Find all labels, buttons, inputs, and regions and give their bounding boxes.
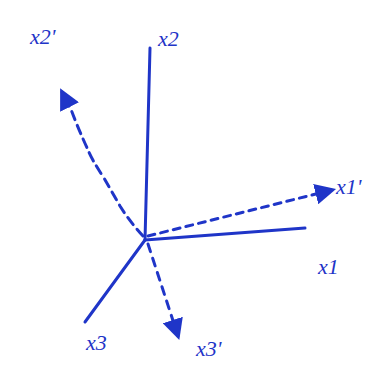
axis-label: x1' — [336, 176, 361, 198]
axis-label: x3' — [196, 338, 221, 360]
axis-label: x2 — [158, 28, 179, 50]
x2-prime-axis — [62, 92, 143, 236]
axis-label: x2' — [30, 26, 55, 48]
x1-prime-axis — [148, 190, 332, 236]
x2-axis — [145, 48, 150, 240]
x3-prime-axis — [148, 244, 178, 336]
axis-label: x1 — [318, 256, 339, 278]
x3-axis — [85, 240, 145, 322]
x1-axis — [145, 228, 305, 240]
axis-label: x3 — [86, 332, 107, 354]
